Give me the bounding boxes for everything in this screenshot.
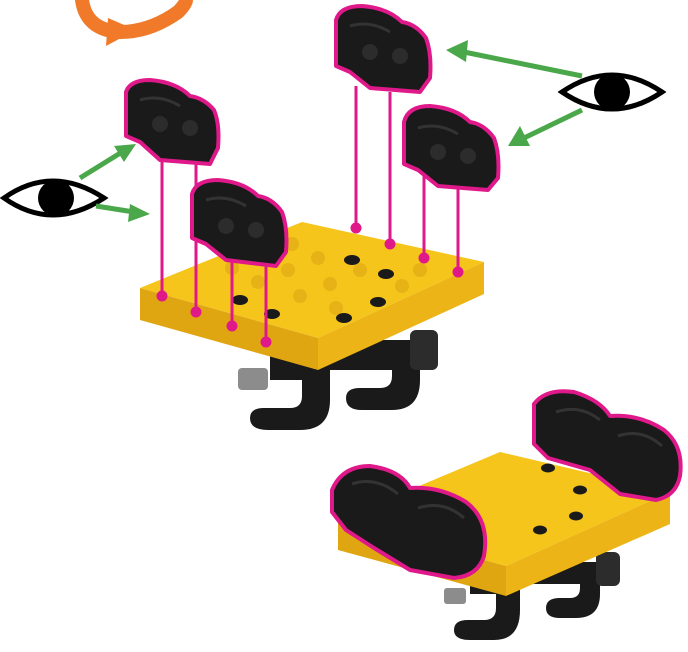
bracket-part [190, 178, 289, 268]
eye-icon [557, 72, 667, 112]
guide-lines [156, 86, 464, 348]
bracket-part [124, 78, 221, 166]
assembled-assembly [330, 389, 683, 640]
bracket-part [334, 4, 433, 94]
exploded-assembly [124, 4, 501, 430]
eye-icon [0, 178, 109, 218]
pointer-arrow-icon [446, 40, 584, 146]
yellow-plate [140, 222, 484, 370]
bottom-clip [238, 330, 438, 430]
rotate-arrow-icon [75, 0, 193, 46]
pointer-arrow-icon [78, 144, 150, 222]
bracket-part [402, 104, 501, 192]
